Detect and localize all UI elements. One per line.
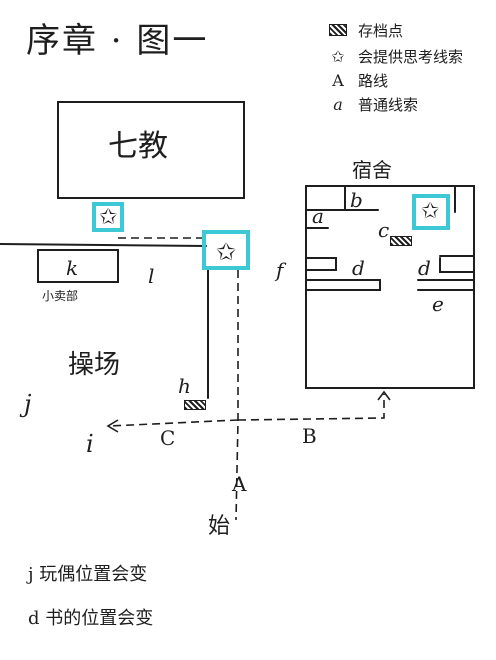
route-B [237,394,385,421]
star-icon: ✩ [216,238,237,266]
star-icon: ✩ [421,199,440,224]
shop-building [37,249,119,283]
clue-e[interactable]: e [432,292,444,316]
teaching-building [57,101,245,199]
legend-label: 路线 [358,71,389,90]
dorm-corridor-left [305,257,337,271]
legend-item-route: A 路线 [328,70,388,90]
clue-f[interactable]: f [276,258,284,282]
clue-k[interactable]: k [66,256,79,280]
start-label: 始 [208,514,231,539]
capital-letter-icon: A [332,70,344,90]
legend-item-clue: a 普通线索 [328,94,418,114]
legend-item-star: ✩ 路线 会提供思考线索 [328,46,463,66]
star-icon: ✩ [331,46,345,66]
clue-b[interactable]: b [350,188,363,212]
star-highlight-dorm[interactable]: ✩ [412,194,450,230]
save-point-hatch-icon [328,22,348,38]
save-point-playground[interactable] [184,400,206,410]
star-highlight-crossroad[interactable]: ✩ [202,230,250,270]
clue-a[interactable]: a [312,204,324,228]
note-j: j 玩偶位置会变 [28,564,148,585]
legend-item-save: 存档点 [328,20,403,40]
route-C-label: C [160,426,176,450]
route-C [109,419,239,427]
main-path [0,243,207,247]
clue-d-right[interactable]: d [418,256,431,280]
route-A-label: A [232,472,247,496]
star-icon: ✩ [99,205,118,230]
clue-d-left[interactable]: d [352,256,365,280]
legend-label: 会提供思考线索 [358,47,464,66]
clue-c-dorm[interactable]: c [378,218,390,242]
clue-l[interactable]: l [148,264,155,288]
page-title: 序章 · 图一 [26,21,209,61]
route-B-label: B [302,424,317,448]
dorm-corridor-right-low [417,279,475,291]
teaching-building-label: 七教 [108,129,168,164]
clue-i[interactable]: i [86,430,94,458]
note-d: d 书的位置会变 [28,608,154,629]
arrow-up [377,390,391,401]
shop-label: 小卖部 [42,289,79,303]
dorm-corridor-left-low [305,279,381,291]
dorm-inner-right [439,257,475,273]
star-highlight-teaching[interactable]: ✩ [92,202,124,232]
clue-j[interactable]: j [24,390,32,418]
legend-label: 存档点 [358,21,404,40]
playground-label: 操场 [68,350,121,380]
arrow-left [106,419,119,433]
save-point-dorm[interactable] [390,236,412,246]
clue-h[interactable]: h [178,374,191,398]
legend-label: 普通线索 [358,95,419,114]
lowercase-letter-icon: a [333,94,343,114]
dorm-label: 宿舍 [352,158,392,182]
